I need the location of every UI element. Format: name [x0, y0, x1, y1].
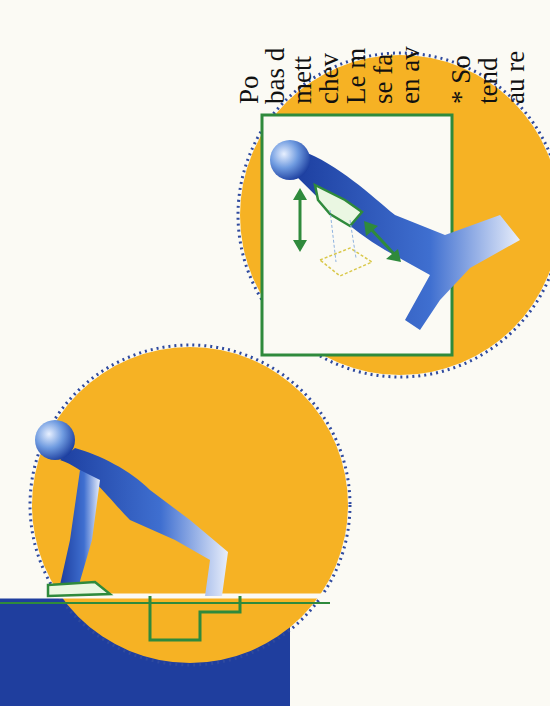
page-text-line: chev — [316, 53, 343, 104]
page-text-line: Le m — [343, 48, 370, 104]
page-text-line: * So — [448, 55, 475, 104]
page-text-line: se fa — [370, 54, 397, 104]
page-text-line: au re — [502, 51, 529, 104]
page-text-line: en av — [397, 46, 424, 104]
left-disc — [0, 345, 350, 665]
page-text-line: mett — [289, 56, 316, 104]
page-text-line: Po — [236, 75, 263, 104]
page-text-line: tend — [475, 58, 502, 105]
page-text-line: bas d — [262, 48, 289, 104]
